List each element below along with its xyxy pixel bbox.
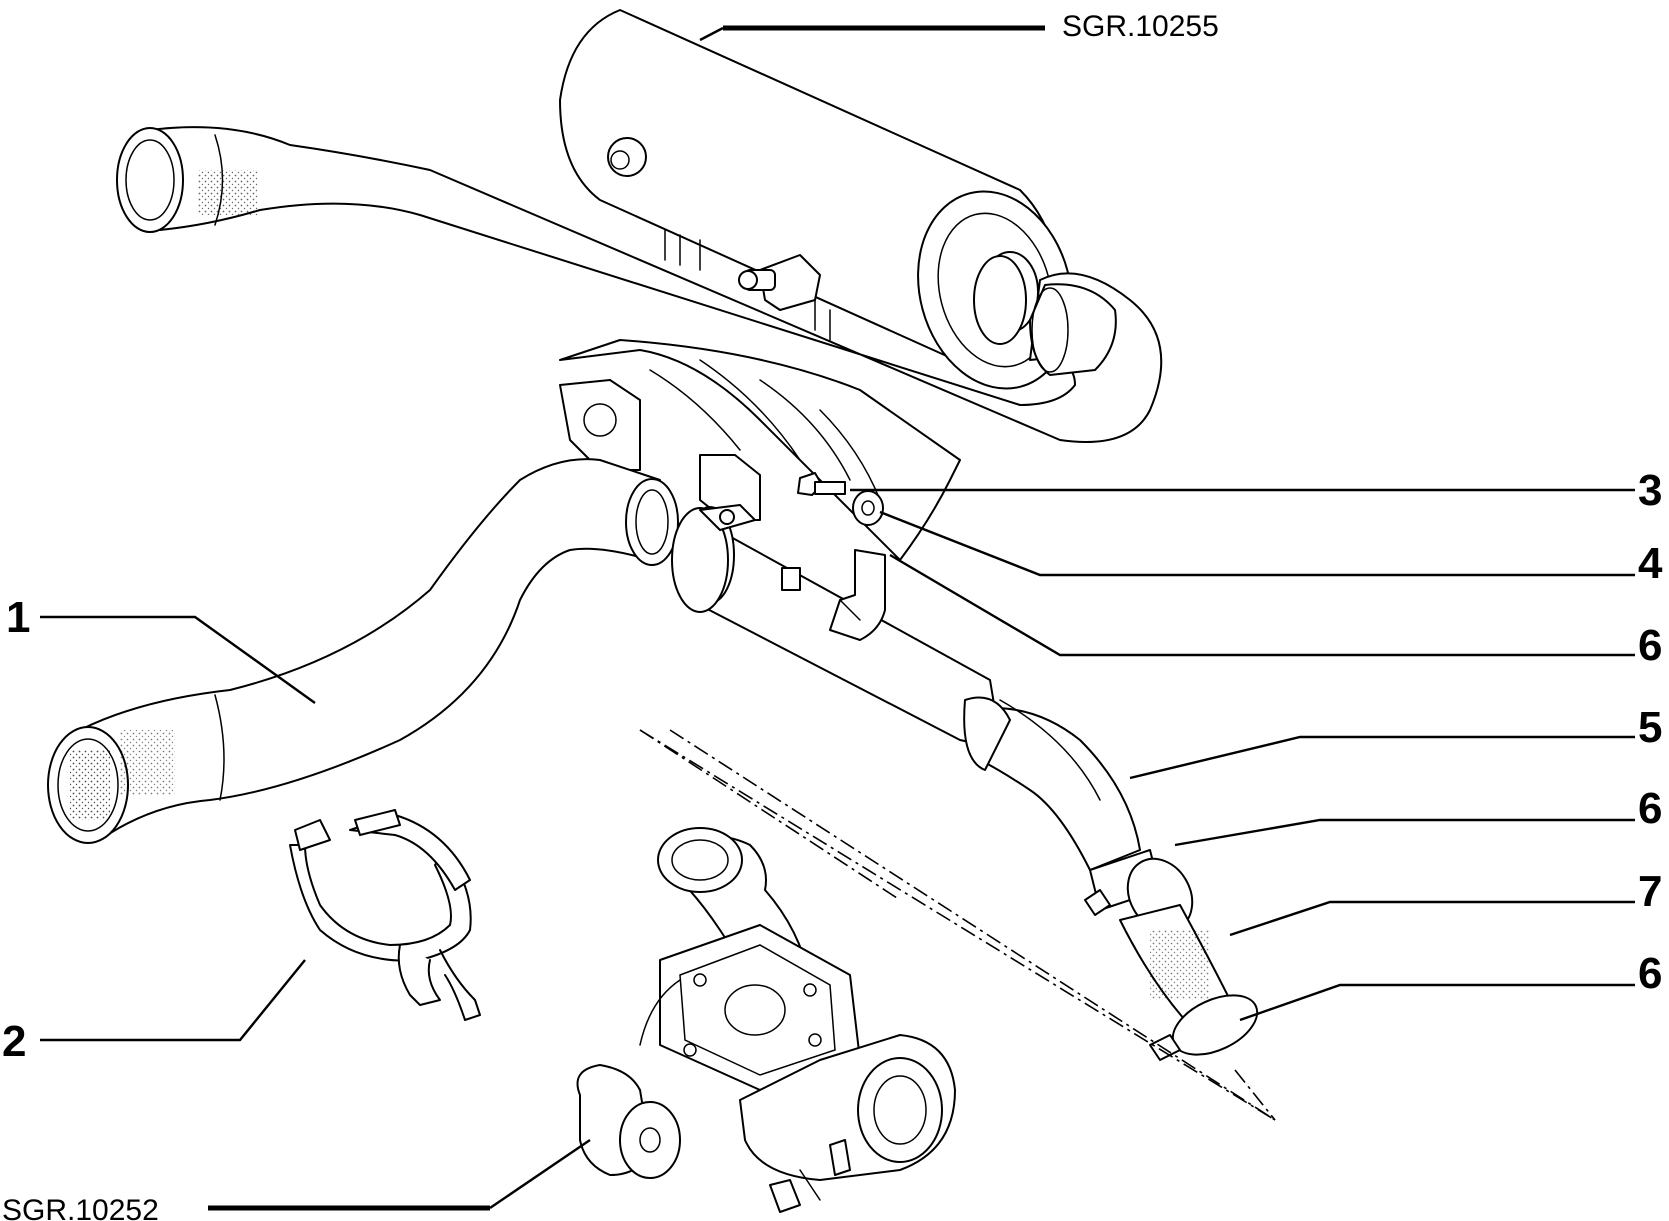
clamp-upper: [671, 504, 756, 613]
flex-bend: [963, 696, 1141, 871]
callout-6-a: 6: [1638, 621, 1662, 670]
front-pipe: [47, 458, 679, 844]
clamp: [289, 809, 481, 1021]
callout-3: 3: [1638, 466, 1662, 515]
upper-pipe: [116, 126, 1163, 443]
callout-6-c: 6: [1638, 949, 1662, 998]
reference-bottom: SGR.10252: [2, 1194, 159, 1221]
silencer: [559, 9, 1073, 390]
sensor-fitting: [738, 254, 821, 311]
callout-4: 4: [1638, 539, 1663, 588]
centerlines: [639, 729, 1276, 1121]
bolt: [797, 472, 846, 496]
callout-7: 7: [1638, 867, 1662, 916]
washer: [852, 490, 884, 526]
intermediate-pipe: [671, 472, 1001, 744]
turbocharger: [576, 827, 956, 1213]
callout-5: 5: [1638, 703, 1662, 752]
callout-6-b: 6: [1638, 784, 1662, 833]
reference-top: SGR.10255: [1062, 10, 1219, 43]
callout-1: 1: [6, 593, 30, 642]
leader-lines: [40, 25, 1635, 1211]
coupling: [1084, 849, 1259, 1061]
mounting-bracket: [829, 549, 886, 641]
callout-2: 2: [2, 1017, 26, 1066]
